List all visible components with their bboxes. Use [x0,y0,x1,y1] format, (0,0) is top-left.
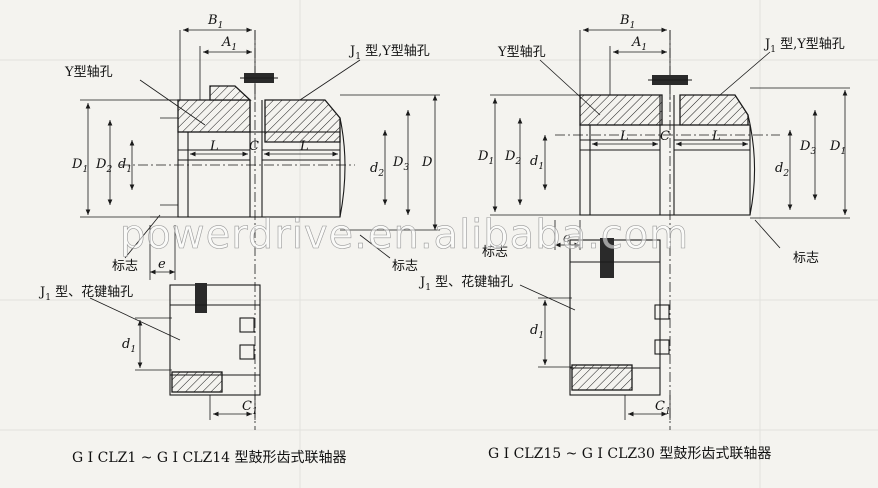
right-dim-D1-right: D1 [829,139,846,157]
left-dim-D: D [421,155,433,170]
right-label-j1-spline: J1 型、花键轴孔 [418,274,513,293]
right-label-mark-right: 标志 [793,251,819,266]
left-dim-A1: A1 [221,35,237,53]
left-hub-top-section [177,99,251,133]
right-dim-L-right: L [711,129,721,144]
right-dim-e: e [563,231,571,246]
left-dim-D2: D2 [95,157,112,175]
right-dim-d1-lower: d1 [530,323,544,341]
left-label-mark-left: 标志 [112,259,138,274]
left-coupling-figure [80,27,440,430]
left-sleeve-section [264,99,341,143]
watermark: powerdrive.en.alibaba.com [120,212,689,258]
right-dim-L-left: L [619,129,629,144]
left-hub-body [177,131,341,218]
right-hub-body [579,124,751,216]
right-dim-d2: d2 [775,161,789,179]
right-label-j1-y-bore: J1 型,Y型轴孔 [763,37,845,55]
right-dim-C: C [660,129,670,144]
right-dim-D3: D3 [799,139,816,157]
left-dim-C1: C1 [242,399,258,417]
left-dim-d1-lower: d1 [122,337,136,355]
left-dim-D3: D3 [392,155,409,173]
right-figure-caption: G Ⅰ CLZ15 ~ G Ⅰ CLZ30 型鼓形齿式联轴器 [488,446,771,462]
right-dim-C1: C1 [655,399,671,417]
left-dim-C: C [249,139,259,154]
left-dim-L-right: L [299,139,309,154]
right-dim-d1: d1 [530,154,544,172]
left-label-j1-y-bore: J1 型,Y型轴孔 [348,44,430,62]
left-label-j1-spline: J1 型、花键轴孔 [38,284,133,303]
right-sleeve-section [679,94,749,126]
left-dim-d1: d1 [118,157,132,175]
left-label-mark-right: 标志 [392,259,418,274]
right-coupling-figure [490,27,850,430]
left-dim-B1: B1 [207,13,223,31]
left-dim-e: e [158,257,166,272]
left-label-y-bore: Y型轴孔 [64,65,113,80]
left-spline-hub-view [169,284,261,396]
right-dim-D2: D2 [504,149,521,167]
left-dim-L-left: L [209,139,219,154]
right-dim-D1-left: D1 [477,149,494,167]
right-label-y-bore: Y型轴孔 [497,45,546,60]
right-spline-hub-view [569,239,661,396]
right-dim-B1: B1 [619,13,635,31]
left-dim-D1: D1 [71,157,88,175]
left-dim-d2: d2 [370,161,384,179]
left-figure-caption: G Ⅰ CLZ1 ~ G Ⅰ CLZ14 型鼓形齿式联轴器 [72,450,347,466]
right-label-mark-left: 标志 [482,245,508,260]
right-dim-A1: A1 [631,35,647,53]
